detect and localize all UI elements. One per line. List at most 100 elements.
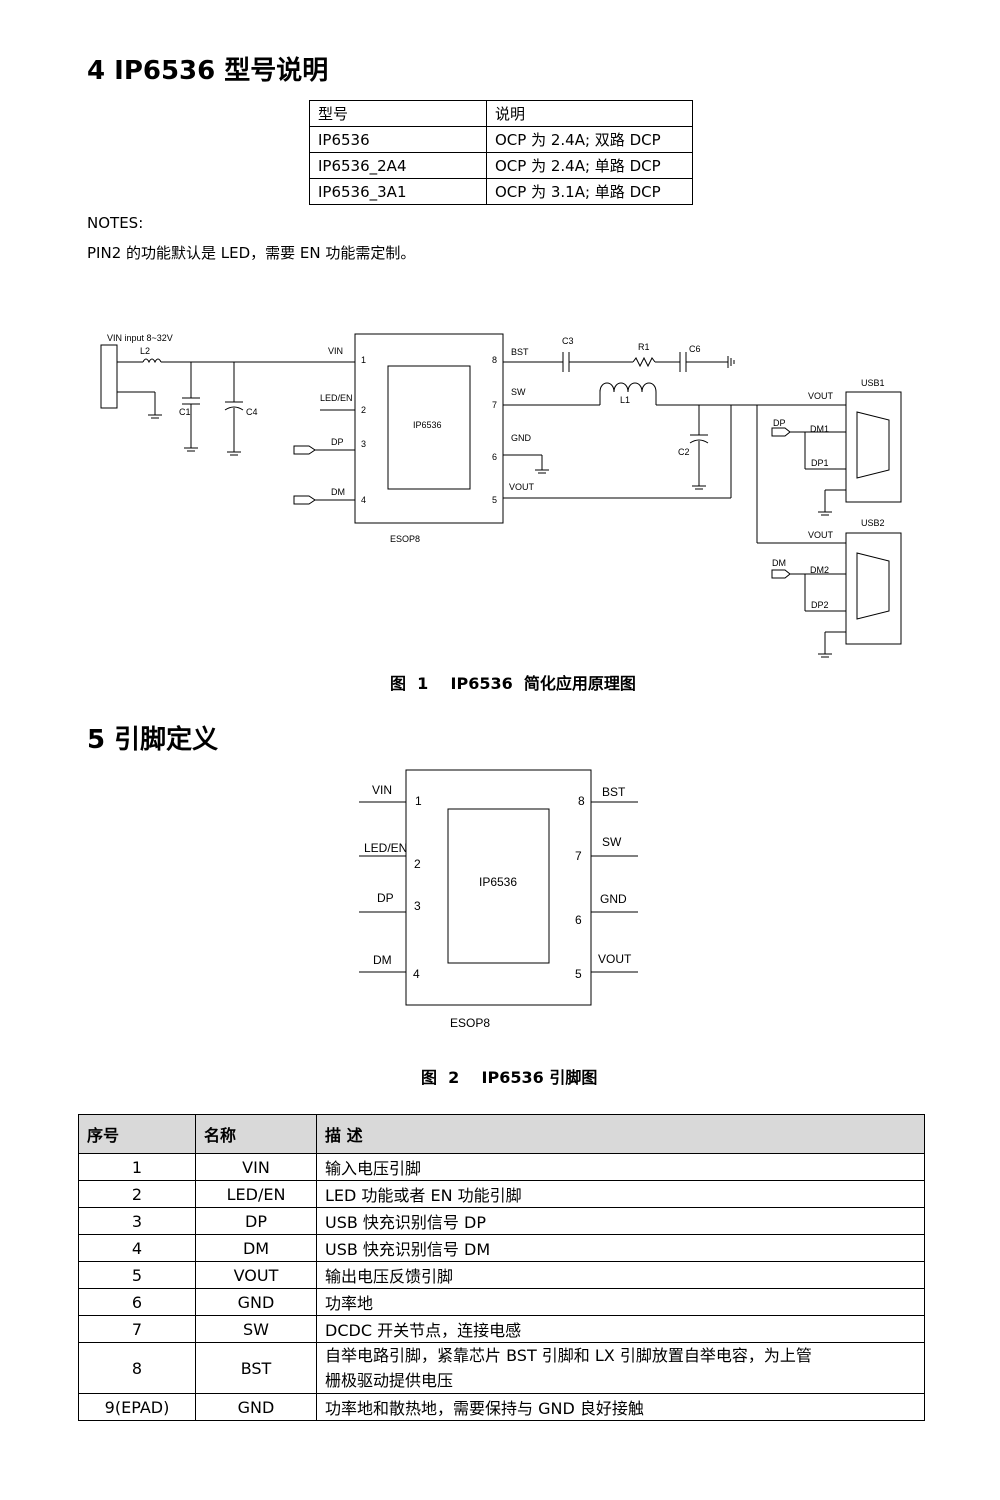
figure-1-caption: 图 1 IP6536 简化应用原理图 bbox=[390, 674, 636, 693]
pin-description: USB 快充识别信号 DM bbox=[316, 1234, 925, 1262]
table-cell: IP6536_2A4 bbox=[309, 152, 487, 179]
pin-3-name: DP bbox=[377, 891, 394, 905]
table-cell: IP6536 bbox=[309, 126, 487, 153]
usb1-port-icon bbox=[856, 411, 890, 479]
usb2-dm-tag bbox=[771, 569, 791, 579]
label-l1: L1 bbox=[620, 395, 630, 405]
inductor-l2 bbox=[142, 358, 162, 364]
label-dp2: DP2 bbox=[811, 600, 829, 610]
pin-name: GND bbox=[195, 1393, 317, 1421]
pin-name: GND bbox=[195, 1288, 317, 1316]
table-row: 4 DM USB 快充识别信号 DM bbox=[78, 1234, 925, 1262]
pin-2-name: LED/EN bbox=[364, 841, 407, 855]
label-n8: 8 bbox=[492, 355, 497, 365]
application-schematic: VIN input 8~32V L2 C1 C4 VIN LED/EN DP D… bbox=[100, 333, 902, 658]
label-pin-vin: VIN bbox=[328, 346, 343, 356]
chip-pad bbox=[387, 365, 471, 490]
pinout-chip-body bbox=[405, 769, 592, 1006]
label-l2: L2 bbox=[140, 346, 150, 356]
pin-8-name: BST bbox=[602, 785, 626, 799]
table-cell: OCP 为 3.1A; 单路 DCP bbox=[486, 178, 693, 205]
pin-index: 7 bbox=[78, 1315, 196, 1343]
label-n4: 4 bbox=[361, 495, 366, 505]
table-row: 9(EPAD) GND 功率地和散热地，需要保持与 GND 良好接触 bbox=[78, 1393, 925, 1421]
label-pin-leden: LED/EN bbox=[320, 393, 353, 403]
header-description: 描 述 bbox=[316, 1114, 925, 1154]
label-pin-bst: BST bbox=[511, 347, 529, 357]
pin-description: USB 快充识别信号 DP bbox=[316, 1207, 925, 1235]
pin-definition-table: 序号 名称 描 述 1 VIN 输入电压引脚 2 LED/EN LED 功能或者… bbox=[78, 1114, 925, 1421]
dm-port-tag bbox=[293, 495, 316, 505]
input-connector bbox=[100, 344, 118, 409]
label-vin-input: VIN input 8~32V bbox=[107, 333, 173, 343]
model-table: 型号 说明 IP6536 OCP 为 2.4A; 双路 DCP IP6536_2… bbox=[309, 100, 693, 205]
label-vout1: VOUT bbox=[808, 391, 834, 401]
label-dm2: DM2 bbox=[810, 565, 829, 575]
pinout-chip-pad bbox=[447, 808, 550, 964]
notes-label: NOTES: bbox=[87, 214, 144, 232]
usb1-connector bbox=[845, 391, 902, 503]
label-c4: C4 bbox=[246, 407, 258, 417]
header-name: 名称 bbox=[195, 1114, 317, 1154]
figure-2-caption: 图 2 IP6536 引脚图 bbox=[421, 1068, 598, 1087]
label-c1: C1 bbox=[179, 407, 191, 417]
pin-3-num: 3 bbox=[414, 899, 421, 913]
pin-5-name: VOUT bbox=[598, 952, 632, 966]
pin-1-name: VIN bbox=[372, 783, 392, 797]
pin-name: SW bbox=[195, 1315, 317, 1343]
pin-description: 输入电压引脚 bbox=[316, 1153, 925, 1181]
label-n1: 1 bbox=[361, 355, 366, 365]
table-row: 3 DP USB 快充识别信号 DP bbox=[78, 1207, 925, 1235]
pin-name: DP bbox=[195, 1207, 317, 1235]
pin-name: BST bbox=[195, 1342, 317, 1394]
table-header-row: 序号 名称 描 述 bbox=[78, 1114, 925, 1154]
table-row: 5 VOUT 输出电压反馈引脚 bbox=[78, 1261, 925, 1289]
label-dp-port: DP bbox=[773, 418, 786, 428]
table-cell: OCP 为 2.4A; 单路 DCP bbox=[486, 152, 693, 179]
table-row: IP6536_2A4 OCP 为 2.4A; 单路 DCP bbox=[309, 152, 693, 179]
label-n2: 2 bbox=[361, 405, 366, 415]
label-pin-gnd: GND bbox=[511, 433, 532, 443]
section-5-title: 5 引脚定义 bbox=[87, 725, 219, 755]
label-vout2: VOUT bbox=[808, 530, 834, 540]
notes-text: PIN2 的功能默认是 LED，需要 EN 功能需定制。 bbox=[87, 244, 416, 262]
pin-description-line1: 自举电路引脚，紧靠芯片 BST 引脚和 LX 引脚放置自举电容，为上管 bbox=[325, 1346, 812, 1365]
pin-8-num: 8 bbox=[578, 794, 585, 808]
pin-index: 8 bbox=[78, 1342, 196, 1394]
pin-name: DM bbox=[195, 1234, 317, 1262]
pinout-package-label: ESOP8 bbox=[450, 1016, 490, 1030]
pin-name: VOUT bbox=[195, 1261, 317, 1289]
usb1-dp-tag bbox=[771, 427, 791, 437]
label-package: ESOP8 bbox=[390, 534, 420, 544]
pin-index: 3 bbox=[78, 1207, 196, 1235]
label-dp1: DP1 bbox=[811, 458, 829, 468]
table-row: 1 VIN 输入电压引脚 bbox=[78, 1153, 925, 1181]
pinout-chip-label: IP6536 bbox=[479, 875, 517, 889]
header-index: 序号 bbox=[78, 1114, 196, 1154]
label-pin-dm: DM bbox=[331, 487, 345, 497]
label-c6: C6 bbox=[689, 344, 701, 354]
resistor-r1 bbox=[632, 356, 656, 368]
pin-index: 5 bbox=[78, 1261, 196, 1289]
section-4-title: 4 IP6536 型号说明 bbox=[87, 56, 329, 86]
label-usb1: USB1 bbox=[861, 378, 885, 388]
pin-description: 输出电压反馈引脚 bbox=[316, 1261, 925, 1289]
label-n3: 3 bbox=[361, 439, 366, 449]
pin-description: LED 功能或者 EN 功能引脚 bbox=[316, 1180, 925, 1208]
label-dm-port: DM bbox=[772, 558, 786, 568]
pin-index: 2 bbox=[78, 1180, 196, 1208]
table-row: 2 LED/EN LED 功能或者 EN 功能引脚 bbox=[78, 1180, 925, 1208]
pin-index: 1 bbox=[78, 1153, 196, 1181]
label-r1: R1 bbox=[638, 342, 650, 352]
pin-description: 功率地和散热地，需要保持与 GND 良好接触 bbox=[316, 1393, 925, 1421]
pin-description-line2: 栅极驱动提供电压 bbox=[325, 1371, 454, 1390]
label-n7: 7 bbox=[492, 400, 497, 410]
pin-4-name: DM bbox=[373, 953, 392, 967]
pin-index: 9(EPAD) bbox=[78, 1393, 196, 1421]
label-dm1: DM1 bbox=[810, 424, 829, 434]
pin-5-num: 5 bbox=[575, 967, 582, 981]
label-usb2: USB2 bbox=[861, 518, 885, 528]
label-c3: C3 bbox=[562, 336, 574, 346]
dp-port-tag bbox=[293, 445, 316, 455]
table-row: 8 BST 自举电路引脚，紧靠芯片 BST 引脚和 LX 引脚放置自举电容，为上… bbox=[78, 1342, 925, 1394]
